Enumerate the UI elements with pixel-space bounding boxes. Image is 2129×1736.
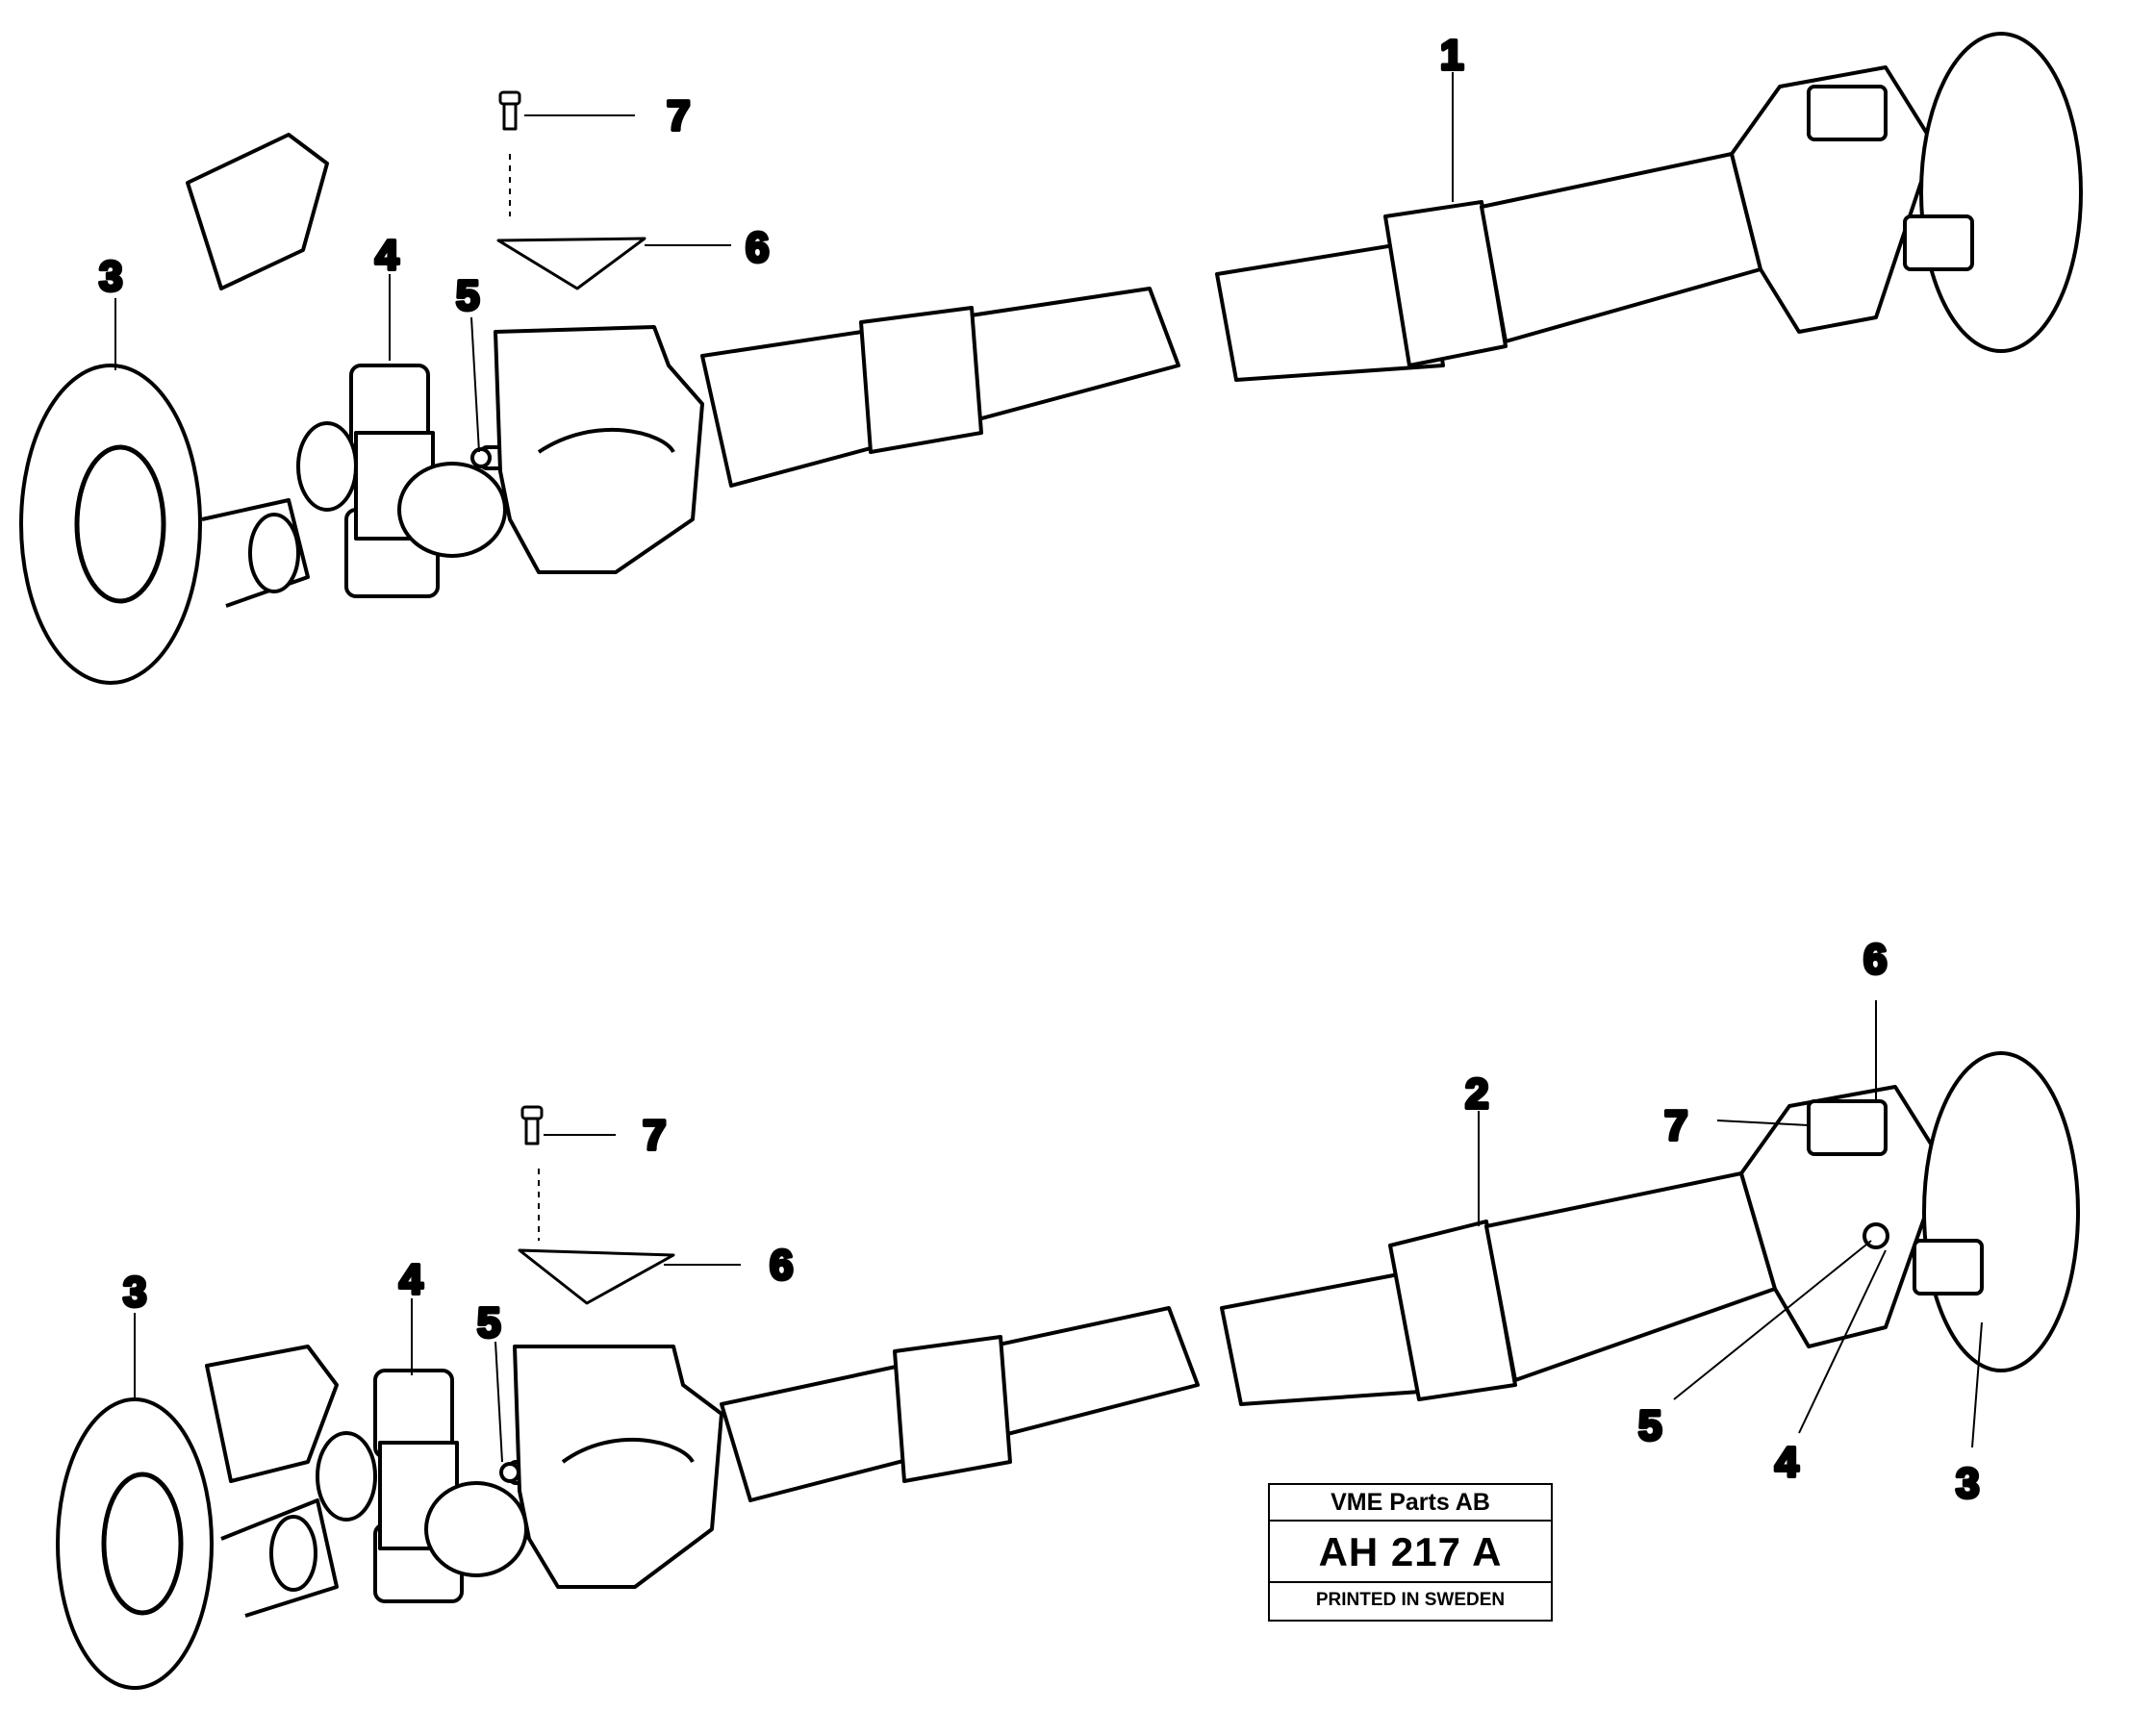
leader-lines-top — [114, 72, 1454, 453]
lock-plate-top — [496, 237, 646, 290]
callout-6-bottom-left: 6 — [770, 1242, 793, 1289]
top-shaft-assembly: 1 3 4 5 6 7 — [19, 30, 2083, 685]
callout-4-bottom-right: 4 — [1775, 1439, 1799, 1486]
universal-joint-cross-top — [296, 364, 507, 598]
slip-yoke-top — [494, 325, 704, 574]
slip-yoke-bottom — [513, 1345, 723, 1589]
slip-sleeve-top — [1383, 200, 1508, 367]
callout-5-bottom-right: 5 — [1638, 1402, 1661, 1449]
drawing-number: AH 217 A — [1270, 1522, 1551, 1583]
callout-4-bottom-left: 4 — [399, 1256, 423, 1303]
slip-sleeve-bottom — [1388, 1220, 1517, 1401]
callout-5-bottom-left: 5 — [477, 1299, 500, 1346]
bolt-bottom-left — [520, 1105, 544, 1145]
callout-7-bottom-left: 7 — [643, 1112, 666, 1159]
tube-bottom — [1484, 1171, 1777, 1382]
callout-2: 2 — [1465, 1070, 1488, 1118]
company-name: VME Parts AB — [1270, 1485, 1551, 1522]
callout-7-top: 7 — [667, 92, 690, 139]
tube-top — [1480, 152, 1762, 343]
flange-yoke-left-bottom — [56, 1345, 339, 1690]
callout-1: 1 — [1440, 32, 1463, 79]
callout-6-bottom-right: 6 — [1863, 936, 1887, 983]
flange-yoke-right-bottom — [1739, 1051, 2080, 1372]
leader-lines-bottom — [134, 1000, 1983, 1463]
callout-7-bottom-right: 7 — [1664, 1102, 1687, 1149]
callout-4-top: 4 — [375, 232, 399, 279]
callout-3-bottom-right: 3 — [1956, 1460, 1979, 1507]
splined-stub-top — [1215, 239, 1445, 382]
bottom-shaft-assembly: 2 3 4 5 6 7 6 7 5 4 3 — [56, 934, 2080, 1690]
universal-joint-cross-bottom — [316, 1369, 528, 1603]
callout-3-top: 3 — [99, 253, 122, 300]
printed-note: PRINTED IN SWEDEN — [1315, 1590, 1506, 1610]
flange-yoke-right-top — [1730, 32, 2083, 353]
callout-5-top: 5 — [456, 272, 479, 319]
flange-yoke-left-top — [19, 133, 329, 685]
lock-plate-bottom-left — [518, 1248, 675, 1305]
callout-6-top: 6 — [746, 224, 769, 271]
callout-3-bottom-left: 3 — [123, 1269, 146, 1316]
bolt-top — [498, 90, 521, 131]
title-block: VME Parts AB AH 217 A PRINTED IN SWEDEN — [1268, 1483, 1553, 1622]
